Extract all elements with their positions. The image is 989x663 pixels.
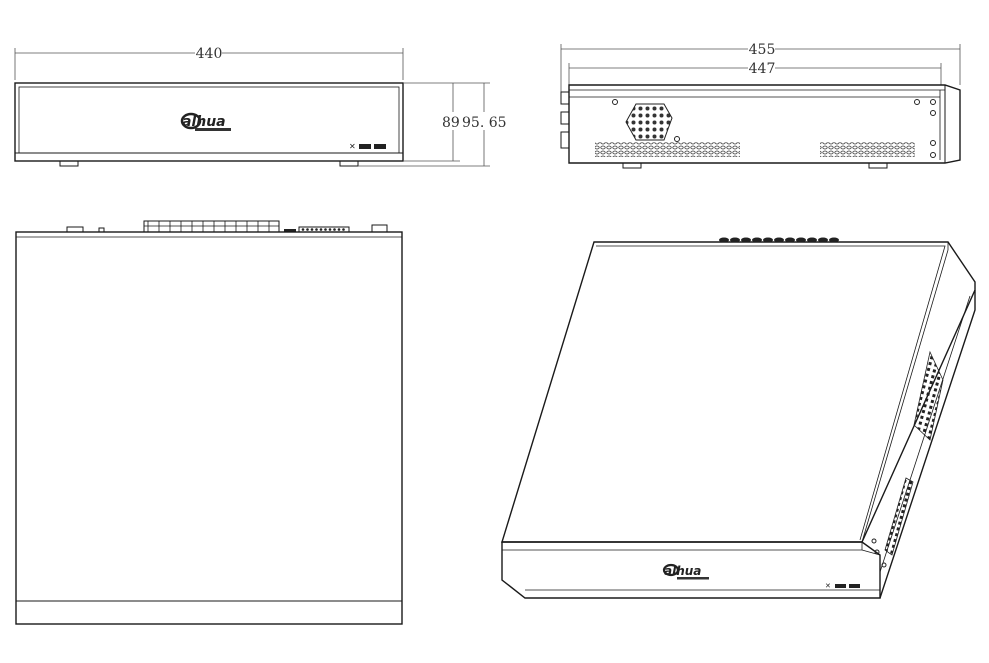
side-vents-left	[595, 142, 740, 157]
svg-text:✕: ✕	[349, 142, 356, 151]
connector-pin	[324, 228, 327, 231]
side-view: 455 447	[560, 42, 961, 169]
connector-pin	[342, 228, 345, 231]
connector-pin	[328, 228, 332, 231]
dimension-height-a-label: 89	[442, 115, 460, 131]
top-view	[15, 220, 403, 625]
side-foot-right	[868, 162, 888, 169]
iso-connector	[752, 237, 762, 243]
iso-connector	[719, 237, 729, 243]
side-foot-left	[622, 162, 642, 169]
connector-pin	[315, 228, 318, 231]
iso-connector	[785, 237, 795, 243]
iso-connector	[741, 237, 751, 243]
dimension-front-width: 440	[14, 46, 404, 80]
top-connector-ticks	[147, 221, 345, 232]
iso-fan-vent	[913, 350, 944, 441]
front-foot-left	[59, 160, 79, 167]
rear-connectors	[560, 91, 570, 149]
iso-connector	[829, 237, 839, 243]
front-view: 440 alhua ✕ 89 95. 65	[14, 46, 507, 167]
dimension-side-total-label: 455	[749, 42, 776, 58]
iso-connector	[774, 237, 784, 243]
logo-text-front: alhua	[182, 114, 226, 130]
front-indicators: ✕	[349, 142, 386, 151]
front-foot-right	[339, 160, 359, 167]
isometric-view: alhua ✕	[501, 237, 976, 599]
connector-pin	[310, 228, 314, 231]
dimension-height: 89 95. 65	[358, 82, 507, 167]
iso-connector	[796, 237, 806, 243]
connector-pin	[319, 228, 323, 231]
dimension-height-b-label: 95. 65	[462, 115, 507, 131]
iso-side-vents	[884, 477, 914, 556]
iso-logo: alhua	[662, 563, 709, 580]
logo: alhua	[180, 112, 231, 131]
connector-pin	[301, 228, 305, 231]
connector-pin	[333, 228, 336, 231]
connector-pin	[306, 228, 309, 231]
svg-text:✕: ✕	[825, 582, 831, 590]
iso-connector	[763, 237, 773, 243]
iso-connector	[818, 237, 828, 243]
dimension-side-body-label: 447	[749, 61, 776, 77]
dimension-side-total: 455	[560, 42, 961, 92]
iso-indicators: ✕	[825, 582, 860, 590]
logo-text-iso: alhua	[664, 564, 701, 578]
dimension-side-body: 447	[568, 61, 942, 92]
iso-connector	[730, 237, 740, 243]
dimension-front-width-label: 440	[196, 46, 223, 62]
iso-connector	[807, 237, 817, 243]
side-vents-right	[820, 142, 915, 157]
connector-pin	[337, 228, 341, 231]
fan-grille	[625, 103, 673, 141]
iso-rear-connectors	[719, 237, 839, 243]
